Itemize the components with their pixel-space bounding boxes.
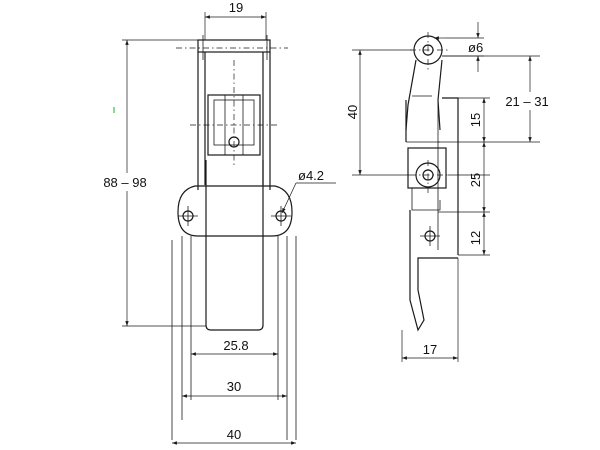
dim-depth: 17 [423,342,437,357]
side-strap [405,59,443,131]
dim-pin: ø6 [468,40,483,55]
dim-base-width: 40 [227,427,241,442]
dim-height: 88 – 98 [103,175,146,190]
dim-12: 12 [468,231,483,245]
front-straps [197,52,271,190]
front-rivet [228,136,240,148]
dim-hole: ø4.2 [298,168,324,183]
dim-top-width: 19 [229,0,243,15]
front-lever [205,160,264,331]
side-view: ø6 40 15 21 – 31 25 12 17 [345,22,558,362]
dim-inner-width: 25.8 [223,338,248,353]
dim-range: 21 – 31 [505,94,548,109]
dim-25: 25 [468,173,483,187]
side-roller [407,147,447,189]
side-hook [409,210,458,332]
front-view: 19 88 – 98 ø4.2 25.8 30 40 [88,0,336,445]
front-base-plate [177,185,293,237]
dim-15: 15 [468,113,483,127]
dim-total: 40 [345,105,360,119]
dim-hole-spacing: 30 [227,379,241,394]
front-top-bar [197,39,271,53]
